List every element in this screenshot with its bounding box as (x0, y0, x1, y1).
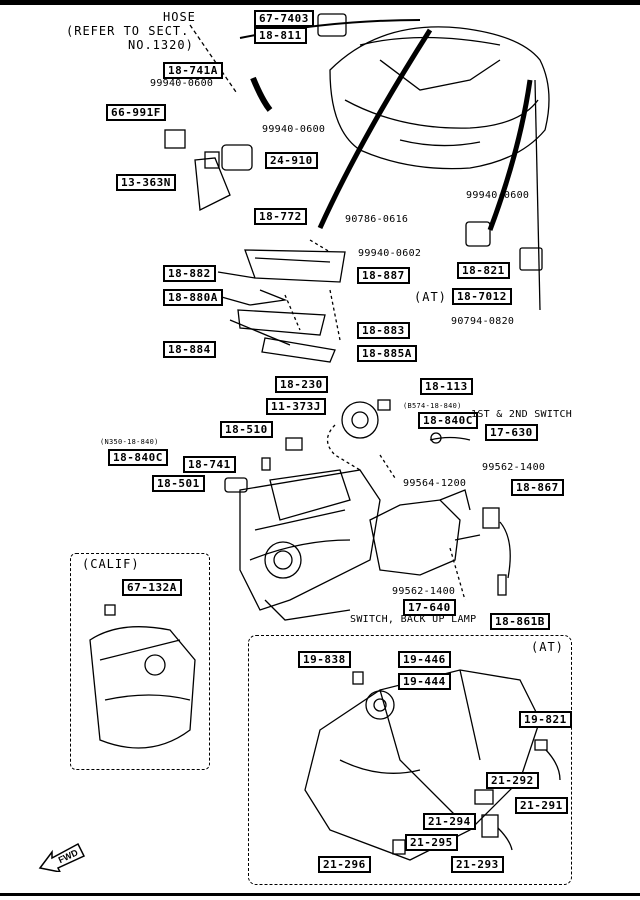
part-label[interactable]: 18-840C (418, 412, 478, 429)
part-label[interactable]: 24-910 (265, 152, 318, 169)
hose-note-line: HOSE (163, 10, 196, 24)
part-number: 99940-0600 (150, 78, 214, 89)
part-label[interactable]: 18-840C (108, 449, 168, 466)
part-label[interactable]: 18-882 (163, 265, 216, 282)
part-label[interactable]: 13-363N (116, 174, 176, 191)
part-label[interactable]: 67-132A (122, 579, 182, 596)
part-label[interactable]: 18-113 (420, 378, 473, 395)
part-label[interactable]: 18-772 (254, 208, 307, 225)
part-label[interactable]: 18-883 (357, 322, 410, 339)
part-number: 90794-0820 (451, 316, 515, 327)
part-label[interactable]: 18-887 (357, 267, 410, 284)
part-label[interactable]: 18-7012 (452, 288, 512, 305)
part-label[interactable]: 19-838 (298, 651, 351, 668)
at-inset-frame (248, 635, 572, 885)
bottom-rule (0, 893, 640, 896)
part-label[interactable]: 11-373J (266, 398, 326, 415)
part-number: 99940-0600 (466, 190, 530, 201)
part-label[interactable]: 18-510 (220, 421, 273, 438)
calif-inset-frame (70, 553, 210, 770)
part-label[interactable]: 18-884 (163, 341, 216, 358)
part-number: 90786-0616 (345, 214, 409, 225)
part-label[interactable]: 18-741 (183, 456, 236, 473)
part-label[interactable]: 19-446 (398, 651, 451, 668)
part-label[interactable]: 18-821 (457, 262, 510, 279)
part-label[interactable]: 18-741A (163, 62, 223, 79)
part-label[interactable]: 19-444 (398, 673, 451, 690)
part-number: 99562-1400 (392, 586, 456, 597)
hose-note-line: (REFER TO SECT. (66, 24, 190, 38)
part-label[interactable]: 18-230 (275, 376, 328, 393)
at-label: (AT) (414, 290, 447, 304)
switch-note: SWITCH, BACK UP LAMP (350, 614, 477, 625)
hose-note-line: NO.1320) (128, 38, 194, 52)
part-label[interactable]: 18-885A (357, 345, 417, 362)
part-label[interactable]: 21-293 (451, 856, 504, 873)
reference-note: (N350-18-840) (100, 438, 159, 446)
fwd-arrow-icon: FWD (38, 842, 86, 872)
part-number: 99564-1200 (403, 478, 467, 489)
part-label[interactable]: 17-640 (403, 599, 456, 616)
top-rule (0, 0, 640, 5)
part-label[interactable]: 67-7403 (254, 10, 314, 27)
part-label[interactable]: 18-880A (163, 289, 223, 306)
at-label: (AT) (531, 640, 564, 654)
part-label[interactable]: 21-295 (405, 834, 458, 851)
part-number: 99940-0600 (262, 124, 326, 135)
part-number: 99562-1400 (482, 462, 546, 473)
calif-label: (CALIF) (82, 557, 140, 571)
part-label[interactable]: 21-292 (486, 772, 539, 789)
part-number: 99940-0602 (358, 248, 422, 259)
switch-note: 1ST & 2ND SWITCH (471, 409, 573, 420)
part-label[interactable]: 66-991F (106, 104, 166, 121)
reference-note: (B574-18-840) (403, 402, 462, 410)
part-label[interactable]: 18-811 (254, 27, 307, 44)
part-label[interactable]: 17-630 (485, 424, 538, 441)
part-label[interactable]: 21-296 (318, 856, 371, 873)
part-label[interactable]: 21-291 (515, 797, 568, 814)
part-label[interactable]: 21-294 (423, 813, 476, 830)
part-label[interactable]: 18-867 (511, 479, 564, 496)
part-label[interactable]: 18-861B (490, 613, 550, 630)
part-label[interactable]: 18-501 (152, 475, 205, 492)
part-label[interactable]: 19-821 (519, 711, 572, 728)
